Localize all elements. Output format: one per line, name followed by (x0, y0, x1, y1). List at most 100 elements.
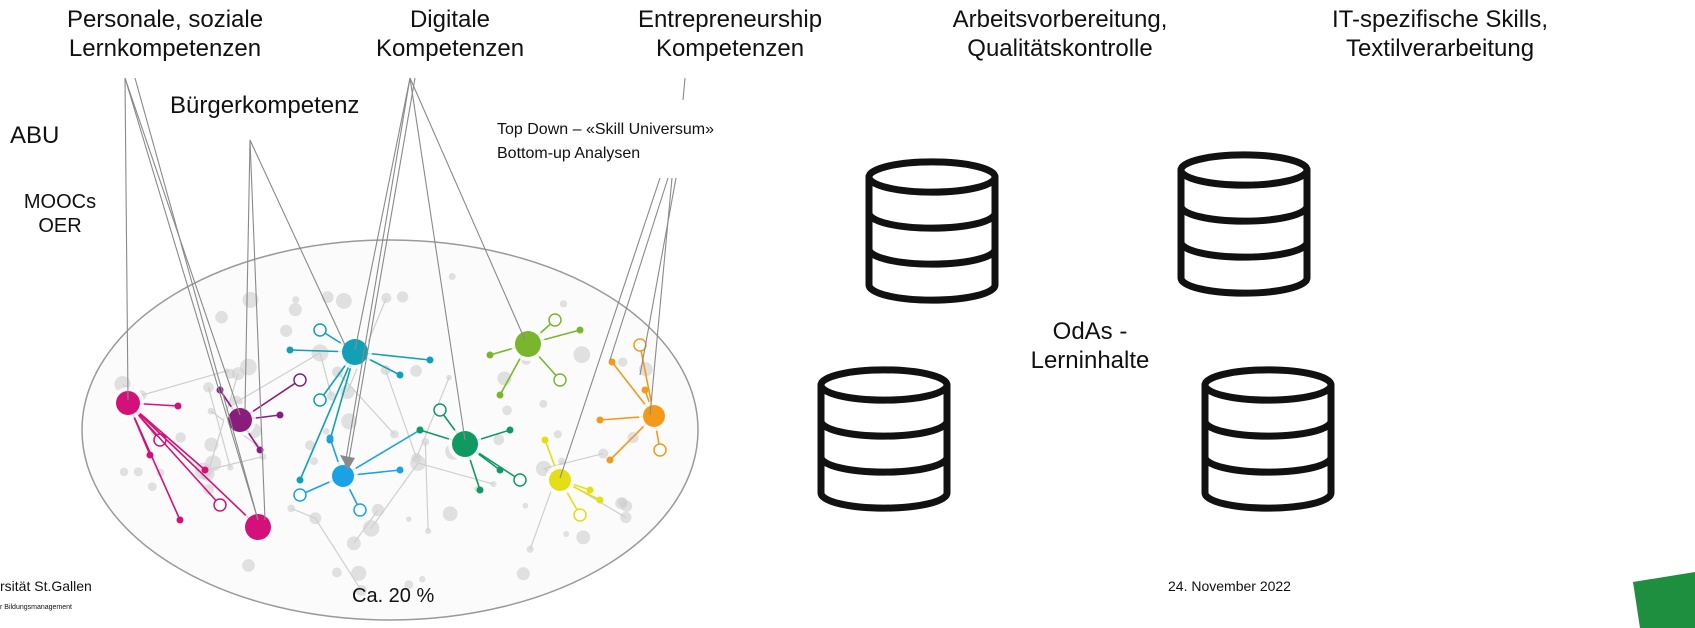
network-node (620, 511, 632, 524)
skill-cluster (486, 313, 584, 399)
cluster-ring-node (573, 508, 587, 522)
cluster-hub (452, 431, 478, 457)
network-node (203, 484, 214, 495)
cluster-node (496, 391, 504, 399)
network-node (559, 300, 568, 308)
cluster-node (576, 326, 584, 334)
network-edge (141, 370, 227, 396)
network-edge (370, 462, 419, 529)
cluster-node (608, 358, 616, 366)
label-abu: ABU (10, 122, 60, 149)
cluster-edge (299, 351, 356, 481)
network-node (522, 502, 529, 509)
network-node (310, 457, 319, 466)
network-node (288, 303, 302, 317)
network-node (553, 430, 562, 439)
label-odas: OdAs - Lerninhalte (1030, 318, 1150, 374)
network-node (598, 448, 609, 459)
label-percent: Ca. 20 % (352, 585, 435, 607)
cluster-node (201, 466, 209, 474)
network-node (280, 324, 293, 337)
cluster-ring-node (433, 403, 447, 417)
network-node (381, 292, 392, 304)
network-node (351, 565, 367, 581)
network-node (406, 516, 412, 522)
cluster-edge (127, 402, 259, 528)
cluster-node (426, 356, 434, 364)
network-node (204, 437, 219, 452)
skill-universe-graph (81, 239, 699, 621)
network-node (396, 291, 409, 303)
network-node (390, 429, 399, 439)
network-edge (207, 387, 231, 468)
cluster-node (396, 466, 404, 474)
arrow-head-icon (340, 455, 355, 470)
footer-university: rsität St.Gallen (0, 578, 92, 594)
network-edge (235, 352, 321, 403)
cluster-ring-node (293, 373, 307, 387)
network-node (404, 580, 414, 590)
network-node (493, 434, 505, 446)
network-node (563, 531, 570, 537)
network-node (242, 559, 255, 572)
network-edge (424, 441, 429, 532)
cluster-hub (643, 405, 665, 427)
cluster-node (596, 496, 604, 504)
network-edge (319, 352, 333, 397)
network-node (442, 506, 458, 522)
cluster-node (586, 486, 594, 494)
label-personale: Personale, soziale Lernkompetenzen (66, 6, 264, 62)
skill-cluster (293, 426, 424, 517)
skill-cluster (596, 338, 669, 464)
network-node (371, 503, 385, 517)
network-node (355, 584, 367, 596)
footer-institute: r Bildungsmanagement (0, 604, 72, 611)
skill-cluster (112, 387, 275, 544)
skill-cluster (416, 403, 527, 494)
label-it-skills: IT-spezifische Skills, Textilverarbeitun… (1331, 6, 1549, 62)
cluster-ring-node (213, 498, 227, 512)
label-entrepreneurship: Entrepreneurship Kompetenzen (637, 6, 823, 62)
network-edge (417, 462, 494, 485)
cluster-node (606, 456, 614, 464)
network-edge (384, 369, 418, 459)
network-node (331, 567, 342, 578)
cluster-hub (515, 331, 541, 357)
cluster-edge (127, 402, 221, 506)
cluster-node (296, 476, 304, 484)
network-node (576, 530, 591, 545)
cluster-node (326, 434, 334, 442)
network-node (516, 567, 530, 581)
network-node (448, 272, 456, 281)
cluster-node (486, 351, 494, 359)
cluster-hub (549, 469, 571, 491)
cluster-ring-node (313, 323, 327, 337)
label-digitale: Digitale Kompetenzen (375, 6, 525, 62)
cluster-ring-node (653, 443, 667, 457)
cluster-ring-node (293, 488, 307, 502)
cluster-node (174, 402, 182, 410)
cluster-hub (228, 408, 252, 432)
network-node (490, 481, 497, 488)
network-node (419, 575, 426, 583)
database-icon (865, 158, 999, 304)
network-node (539, 399, 548, 408)
network-node (573, 346, 591, 364)
cluster-node (276, 411, 284, 419)
network-node (617, 497, 628, 508)
network-node (618, 357, 628, 367)
network-node (446, 374, 452, 381)
cluster-hub (342, 339, 368, 365)
label-arbeitsvorbereitung: Arbeitsvorbereitung, Qualitätskontrolle (952, 6, 1168, 62)
cluster-node (641, 386, 649, 394)
skill-cluster (286, 323, 434, 484)
network-node (322, 428, 330, 435)
cluster-node (596, 416, 604, 424)
cluster-edge (127, 402, 181, 521)
cluster-node (506, 426, 514, 434)
network-node (147, 482, 157, 492)
network-edge (543, 452, 604, 470)
network-node (502, 405, 512, 416)
skill-cluster (541, 436, 604, 522)
